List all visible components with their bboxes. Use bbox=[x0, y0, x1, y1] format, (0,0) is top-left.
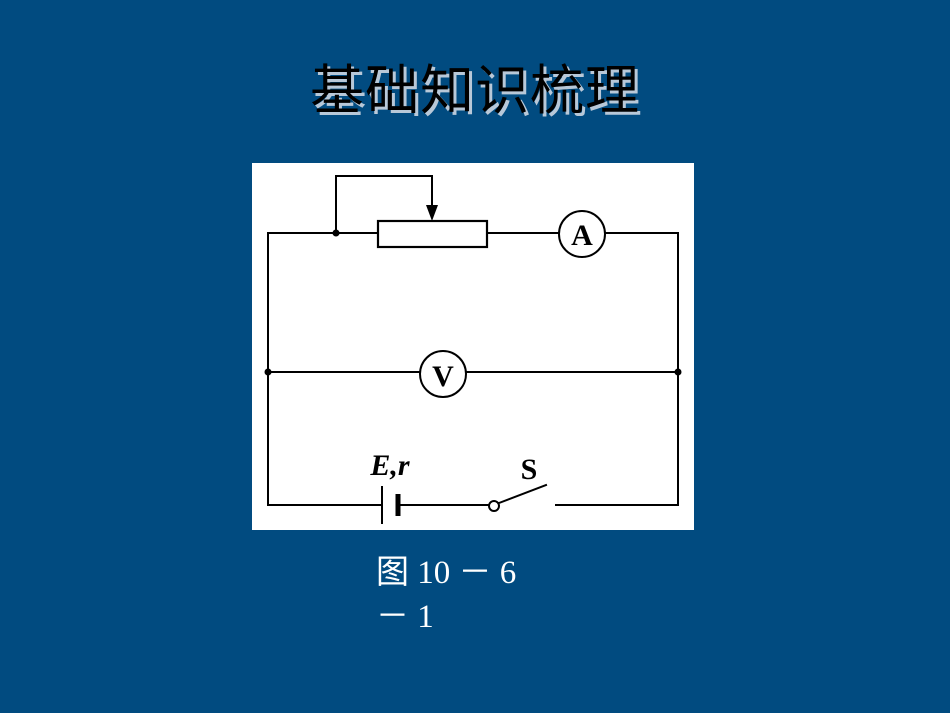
voltmeter-label: V bbox=[432, 360, 454, 393]
junction-dot bbox=[332, 229, 340, 237]
junction-dot bbox=[674, 368, 682, 376]
slide-title: 基础知识梳理 bbox=[310, 59, 640, 122]
ammeter-circle bbox=[558, 210, 606, 258]
battery-label: E,r bbox=[369, 449, 410, 482]
slider-arrow-icon bbox=[426, 205, 438, 221]
caption-line-2: － 1 bbox=[376, 599, 434, 635]
switch-label: S bbox=[521, 453, 538, 486]
figure-caption: 图 10 － 6 － 1 bbox=[376, 551, 556, 639]
switch-pivot bbox=[488, 500, 500, 512]
circuit-figure-panel bbox=[252, 163, 694, 530]
switch-lever bbox=[497, 483, 548, 505]
ammeter-label: A bbox=[571, 219, 593, 252]
junction-dot bbox=[264, 368, 272, 376]
caption-line-1: 图 10 － 6 bbox=[376, 555, 517, 591]
rheostat-resistor bbox=[376, 219, 489, 249]
voltmeter-circle bbox=[419, 350, 467, 398]
rheostat-slider-wire bbox=[335, 175, 433, 234]
